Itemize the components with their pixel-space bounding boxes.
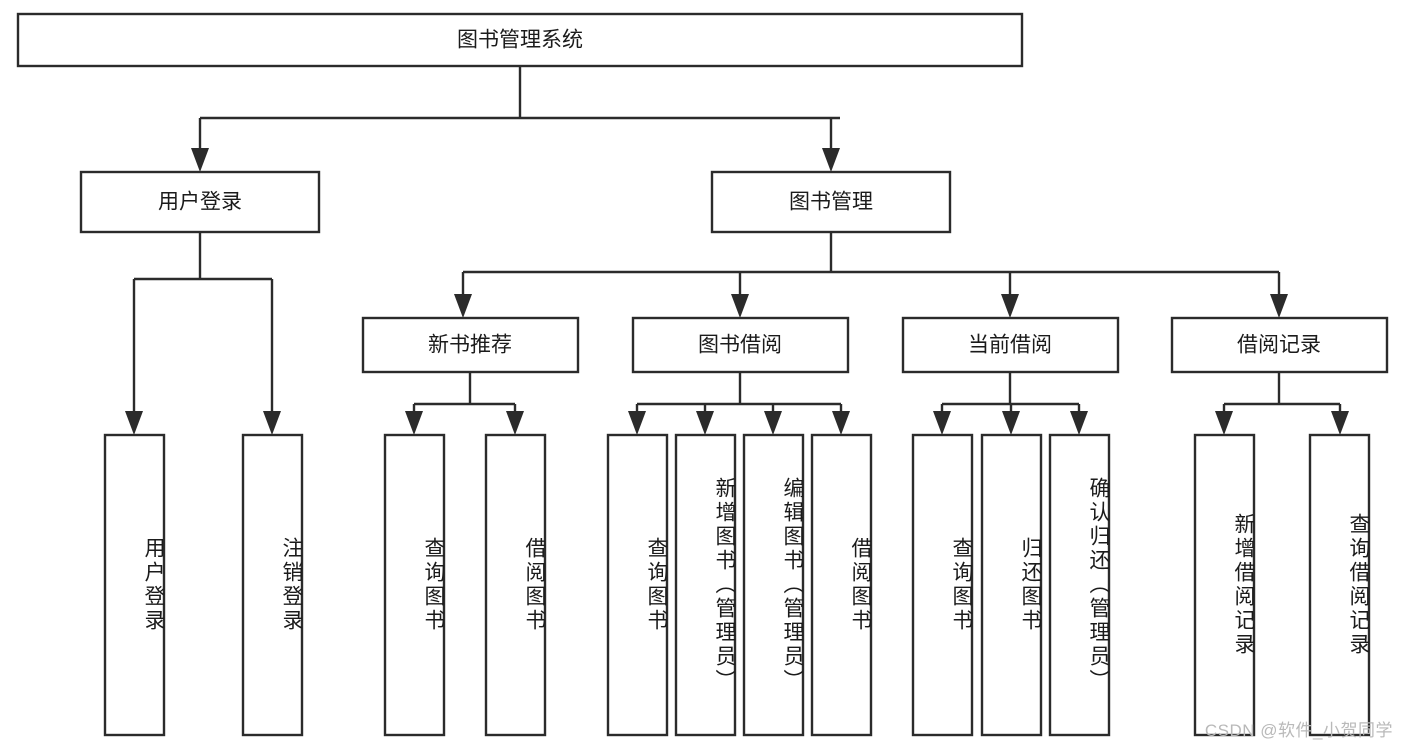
leaf-label-text: 查询图书 (950, 537, 972, 633)
connector-userlogin-to-leaves (125, 232, 281, 435)
leaf-label-leaf-borrow-book-1: 借阅图书 (486, 435, 545, 735)
node-user-login-label: 用户登录 (158, 191, 242, 214)
leaf-box-borrow-book-1[interactable] (484, 433, 547, 737)
leaf-label-text: 新增图书（管理员） (713, 477, 735, 693)
leaf-label-text: 借阅图书 (523, 537, 545, 633)
node-borrow-record-label: 借阅记录 (1237, 334, 1321, 357)
connector-currentborrow-to-leaves (933, 372, 1088, 435)
leaf-box-edit-book-admin[interactable] (742, 433, 805, 737)
leaf-label-leaf-user-login: 用户登录 (105, 435, 164, 735)
leaf-label-text: 查询图书 (645, 537, 667, 633)
leaf-box-add-borrow-record[interactable] (1193, 433, 1256, 737)
leaf-label-text: 新增借阅记录 (1232, 513, 1254, 657)
node-book-borrow-label: 图书借阅 (698, 334, 782, 357)
leaf-box-query-book-1[interactable] (383, 433, 446, 737)
leaf-label-text: 注销登录 (280, 537, 302, 633)
node-book-manage[interactable]: 图书管理 (710, 170, 952, 234)
node-user-login[interactable]: 用户登录 (79, 170, 321, 234)
leaf-boxes (103, 433, 1371, 737)
node-borrow-record[interactable]: 借阅记录 (1170, 316, 1389, 374)
leaf-box-add-book-admin[interactable] (674, 433, 737, 737)
leaf-label-leaf-query-book-2: 查询图书 (608, 435, 667, 735)
leaf-label-leaf-confirm-return-admin: 确认归还（管理员） (1050, 435, 1109, 735)
leaf-label-leaf-query-book-1: 查询图书 (385, 435, 444, 735)
node-current-borrow[interactable]: 当前借阅 (901, 316, 1120, 374)
leaf-label-leaf-edit-book-admin: 编辑图书（管理员） (744, 435, 803, 735)
leaf-label-leaf-query-borrow-record: 查询借阅记录 (1310, 435, 1369, 735)
connector-newbook-to-leaves (405, 372, 524, 435)
leaf-box-query-book-3[interactable] (911, 433, 974, 737)
leaf-label-text: 借阅图书 (849, 537, 871, 633)
node-book-borrow[interactable]: 图书借阅 (631, 316, 850, 374)
leaf-label-leaf-add-borrow-record: 新增借阅记录 (1195, 435, 1254, 735)
connector-root-to-level2 (191, 66, 840, 172)
leaf-label-leaf-query-book-3: 查询图书 (913, 435, 972, 735)
node-book-manage-label: 图书管理 (789, 191, 873, 214)
leaf-box-return-book[interactable] (980, 433, 1043, 737)
connector-bookborrow-to-leaves (628, 372, 850, 435)
leaf-label-text: 归还图书 (1019, 537, 1041, 633)
node-new-book-recommend[interactable]: 新书推荐 (361, 316, 580, 374)
leaf-box-query-borrow-record[interactable] (1308, 433, 1371, 737)
leaf-label-text: 确认归还（管理员） (1087, 477, 1109, 693)
leaf-label-text: 查询图书 (422, 537, 444, 633)
leaf-box-logout-login[interactable] (241, 433, 304, 737)
leaf-label-text: 编辑图书（管理员） (781, 477, 803, 693)
connector-bookmanage-to-level3 (454, 232, 1288, 318)
leaf-label-text: 用户登录 (142, 537, 164, 633)
leaf-box-query-book-2[interactable] (606, 433, 669, 737)
node-root-label: 图书管理系统 (457, 29, 583, 52)
node-new-book-recommend-label: 新书推荐 (428, 334, 512, 357)
connector-borrowrecord-to-leaves (1215, 372, 1349, 435)
leaf-label-leaf-logout-login: 注销登录 (243, 435, 302, 735)
node-root[interactable]: 图书管理系统 (16, 12, 1024, 68)
leaf-label-leaf-borrow-book-2: 借阅图书 (812, 435, 871, 735)
leaf-box-borrow-book-2[interactable] (810, 433, 873, 737)
leaf-box-user-login[interactable] (103, 433, 166, 737)
node-current-borrow-label: 当前借阅 (968, 334, 1052, 357)
leaf-box-confirm-return-admin[interactable] (1048, 433, 1111, 737)
leaf-label-text: 查询借阅记录 (1347, 513, 1369, 657)
leaf-label-leaf-return-book: 归还图书 (982, 435, 1041, 735)
leaf-label-leaf-add-book-admin: 新增图书（管理员） (676, 435, 735, 735)
